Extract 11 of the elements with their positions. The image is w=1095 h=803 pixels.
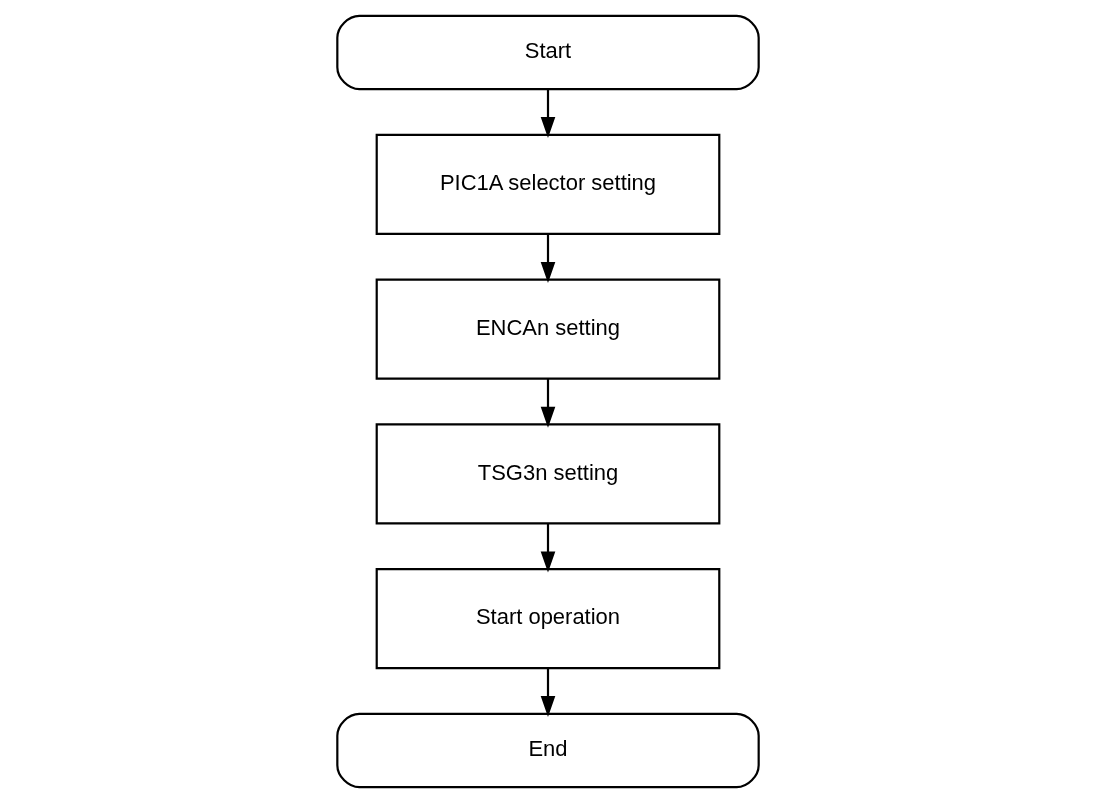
node-box: Start operation xyxy=(375,568,720,670)
node-box: TSG3n setting xyxy=(375,423,720,525)
node-box: End xyxy=(335,712,760,789)
arrow xyxy=(540,234,555,283)
node-box: ENCAn setting xyxy=(375,278,720,380)
node-box: Start xyxy=(335,14,760,91)
arrow xyxy=(540,89,555,138)
node-box: PIC1A selector setting xyxy=(375,133,720,235)
arrow xyxy=(540,523,555,573)
arrow xyxy=(540,378,555,428)
arrow xyxy=(540,668,555,717)
